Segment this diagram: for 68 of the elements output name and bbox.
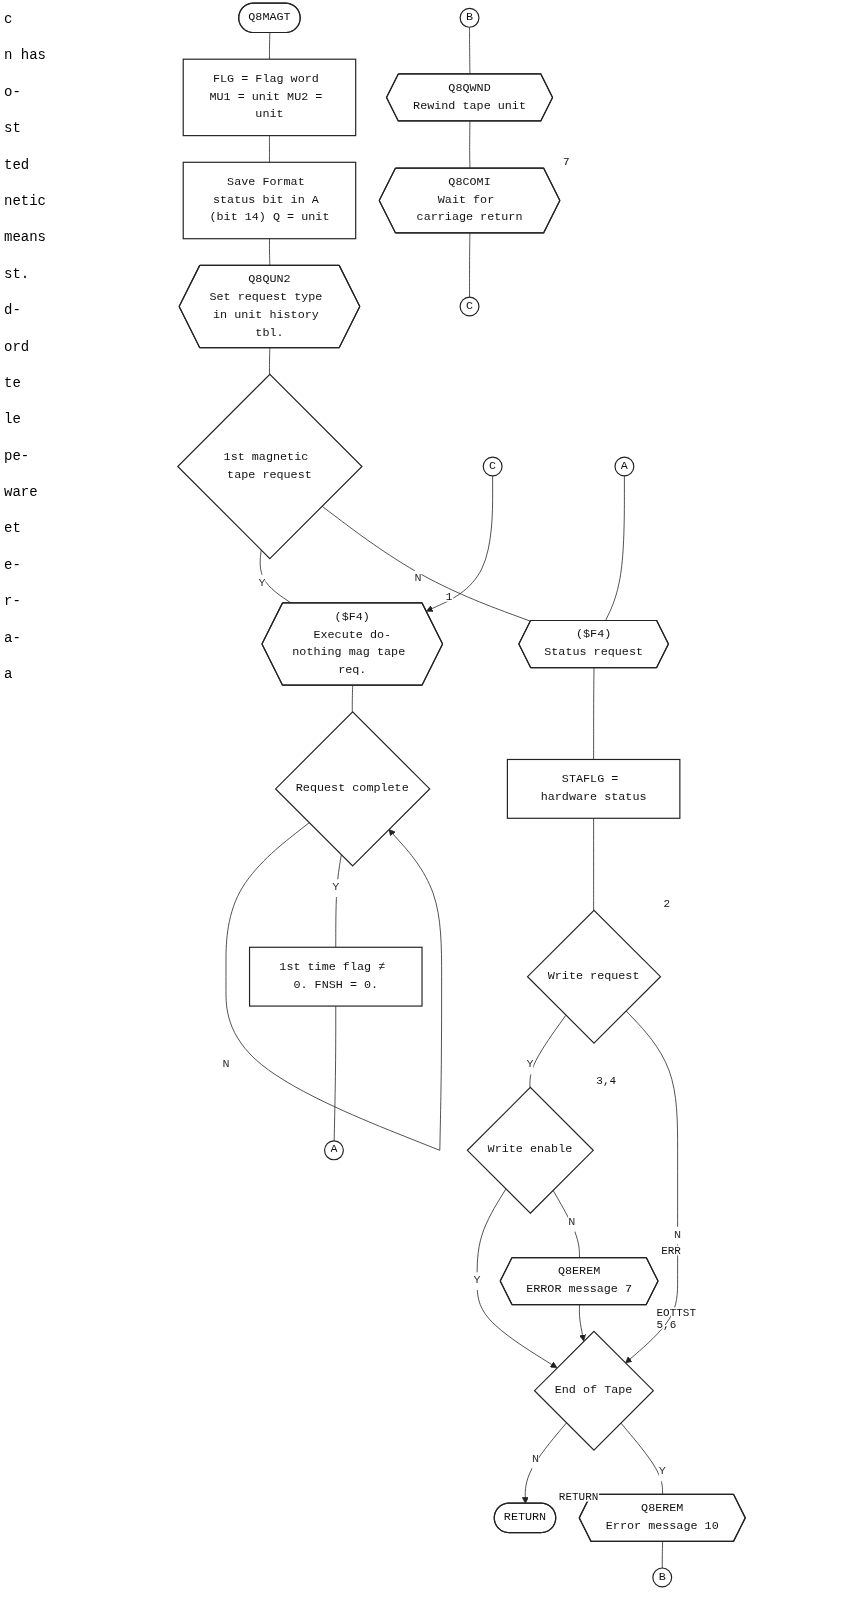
text-fragment: pe- <box>4 446 31 466</box>
connector <box>269 238 271 267</box>
node-diamond: Request complete <box>274 711 431 867</box>
connector <box>620 1422 664 1496</box>
connector <box>269 347 271 375</box>
edge-label: N <box>222 1058 230 1072</box>
note-text: 2 <box>663 898 671 911</box>
node-diamond: 1st magnetic tape request <box>176 373 363 560</box>
connector <box>661 1541 664 1569</box>
note-text: EOTTST <box>656 1306 696 1319</box>
connector <box>469 26 471 75</box>
connector <box>259 549 292 604</box>
text-fragment: te <box>4 373 22 393</box>
node-box: STAFLG = hardware status <box>506 758 681 819</box>
note-text: 1 <box>445 590 453 603</box>
node-circle: A <box>323 1140 344 1161</box>
text-fragment: e- <box>4 555 22 575</box>
node-circle: C <box>459 296 480 317</box>
node-circle: B <box>459 7 480 28</box>
connector <box>605 475 625 622</box>
note-text: 7 <box>563 156 570 169</box>
text-fragment: r- <box>4 592 22 612</box>
connector <box>333 1005 337 1142</box>
edge-label: N <box>674 1228 682 1242</box>
text-fragment: d- <box>4 301 22 321</box>
connector <box>269 135 270 163</box>
text-fragment: et <box>4 519 22 539</box>
note-text: 5,6 <box>656 1319 677 1332</box>
node-diamond: Write request <box>526 909 662 1044</box>
node-circle: B <box>652 1567 673 1588</box>
text-fragment: ord <box>4 337 31 357</box>
node-circle: C <box>482 456 503 477</box>
edge-label: N <box>568 1215 576 1229</box>
connector <box>593 817 594 911</box>
text-fragment: ted <box>4 155 31 175</box>
edge-label: Y <box>526 1058 534 1072</box>
note-text: 3,4 <box>596 1075 617 1088</box>
edge-label: N <box>414 571 422 585</box>
node-box: FLG = Flag word MU1 = unit MU2 = unit <box>182 58 357 137</box>
connector <box>335 854 342 948</box>
connector <box>593 667 595 760</box>
text-fragment: st <box>4 119 22 139</box>
node-box: 1st time flag ≠ 0. FNSH = 0. <box>248 946 423 1007</box>
edge-label: Y <box>332 880 340 895</box>
text-fragment: a- <box>4 628 22 648</box>
text-fragment: o- <box>4 82 22 102</box>
node-diamond: Write enable <box>466 1086 595 1215</box>
edge-label: N <box>532 1452 540 1466</box>
node-diamond: End of Tape <box>533 1330 655 1451</box>
text-fragment: le <box>4 410 22 430</box>
node-circle: A <box>614 456 635 477</box>
connector <box>351 685 354 713</box>
connector <box>529 1014 567 1088</box>
connector <box>269 32 271 60</box>
connector <box>552 1189 580 1259</box>
text-fragment: c <box>4 10 14 29</box>
edge-label: Y <box>658 1464 666 1479</box>
connector <box>469 120 471 169</box>
edge-label: Y <box>473 1273 481 1288</box>
text-fragment: st. <box>4 264 31 284</box>
text-fragment: n has <box>4 46 47 66</box>
node-box: Save Format status bit in A (bit 14) Q = unit <box>182 161 357 240</box>
connector <box>469 232 471 298</box>
text-fragment: a <box>4 665 14 685</box>
text-fragment: means <box>4 228 47 248</box>
text-fragment: ware <box>4 483 39 503</box>
text-fragment: netic <box>4 191 47 211</box>
edge-label: Y <box>258 576 266 590</box>
